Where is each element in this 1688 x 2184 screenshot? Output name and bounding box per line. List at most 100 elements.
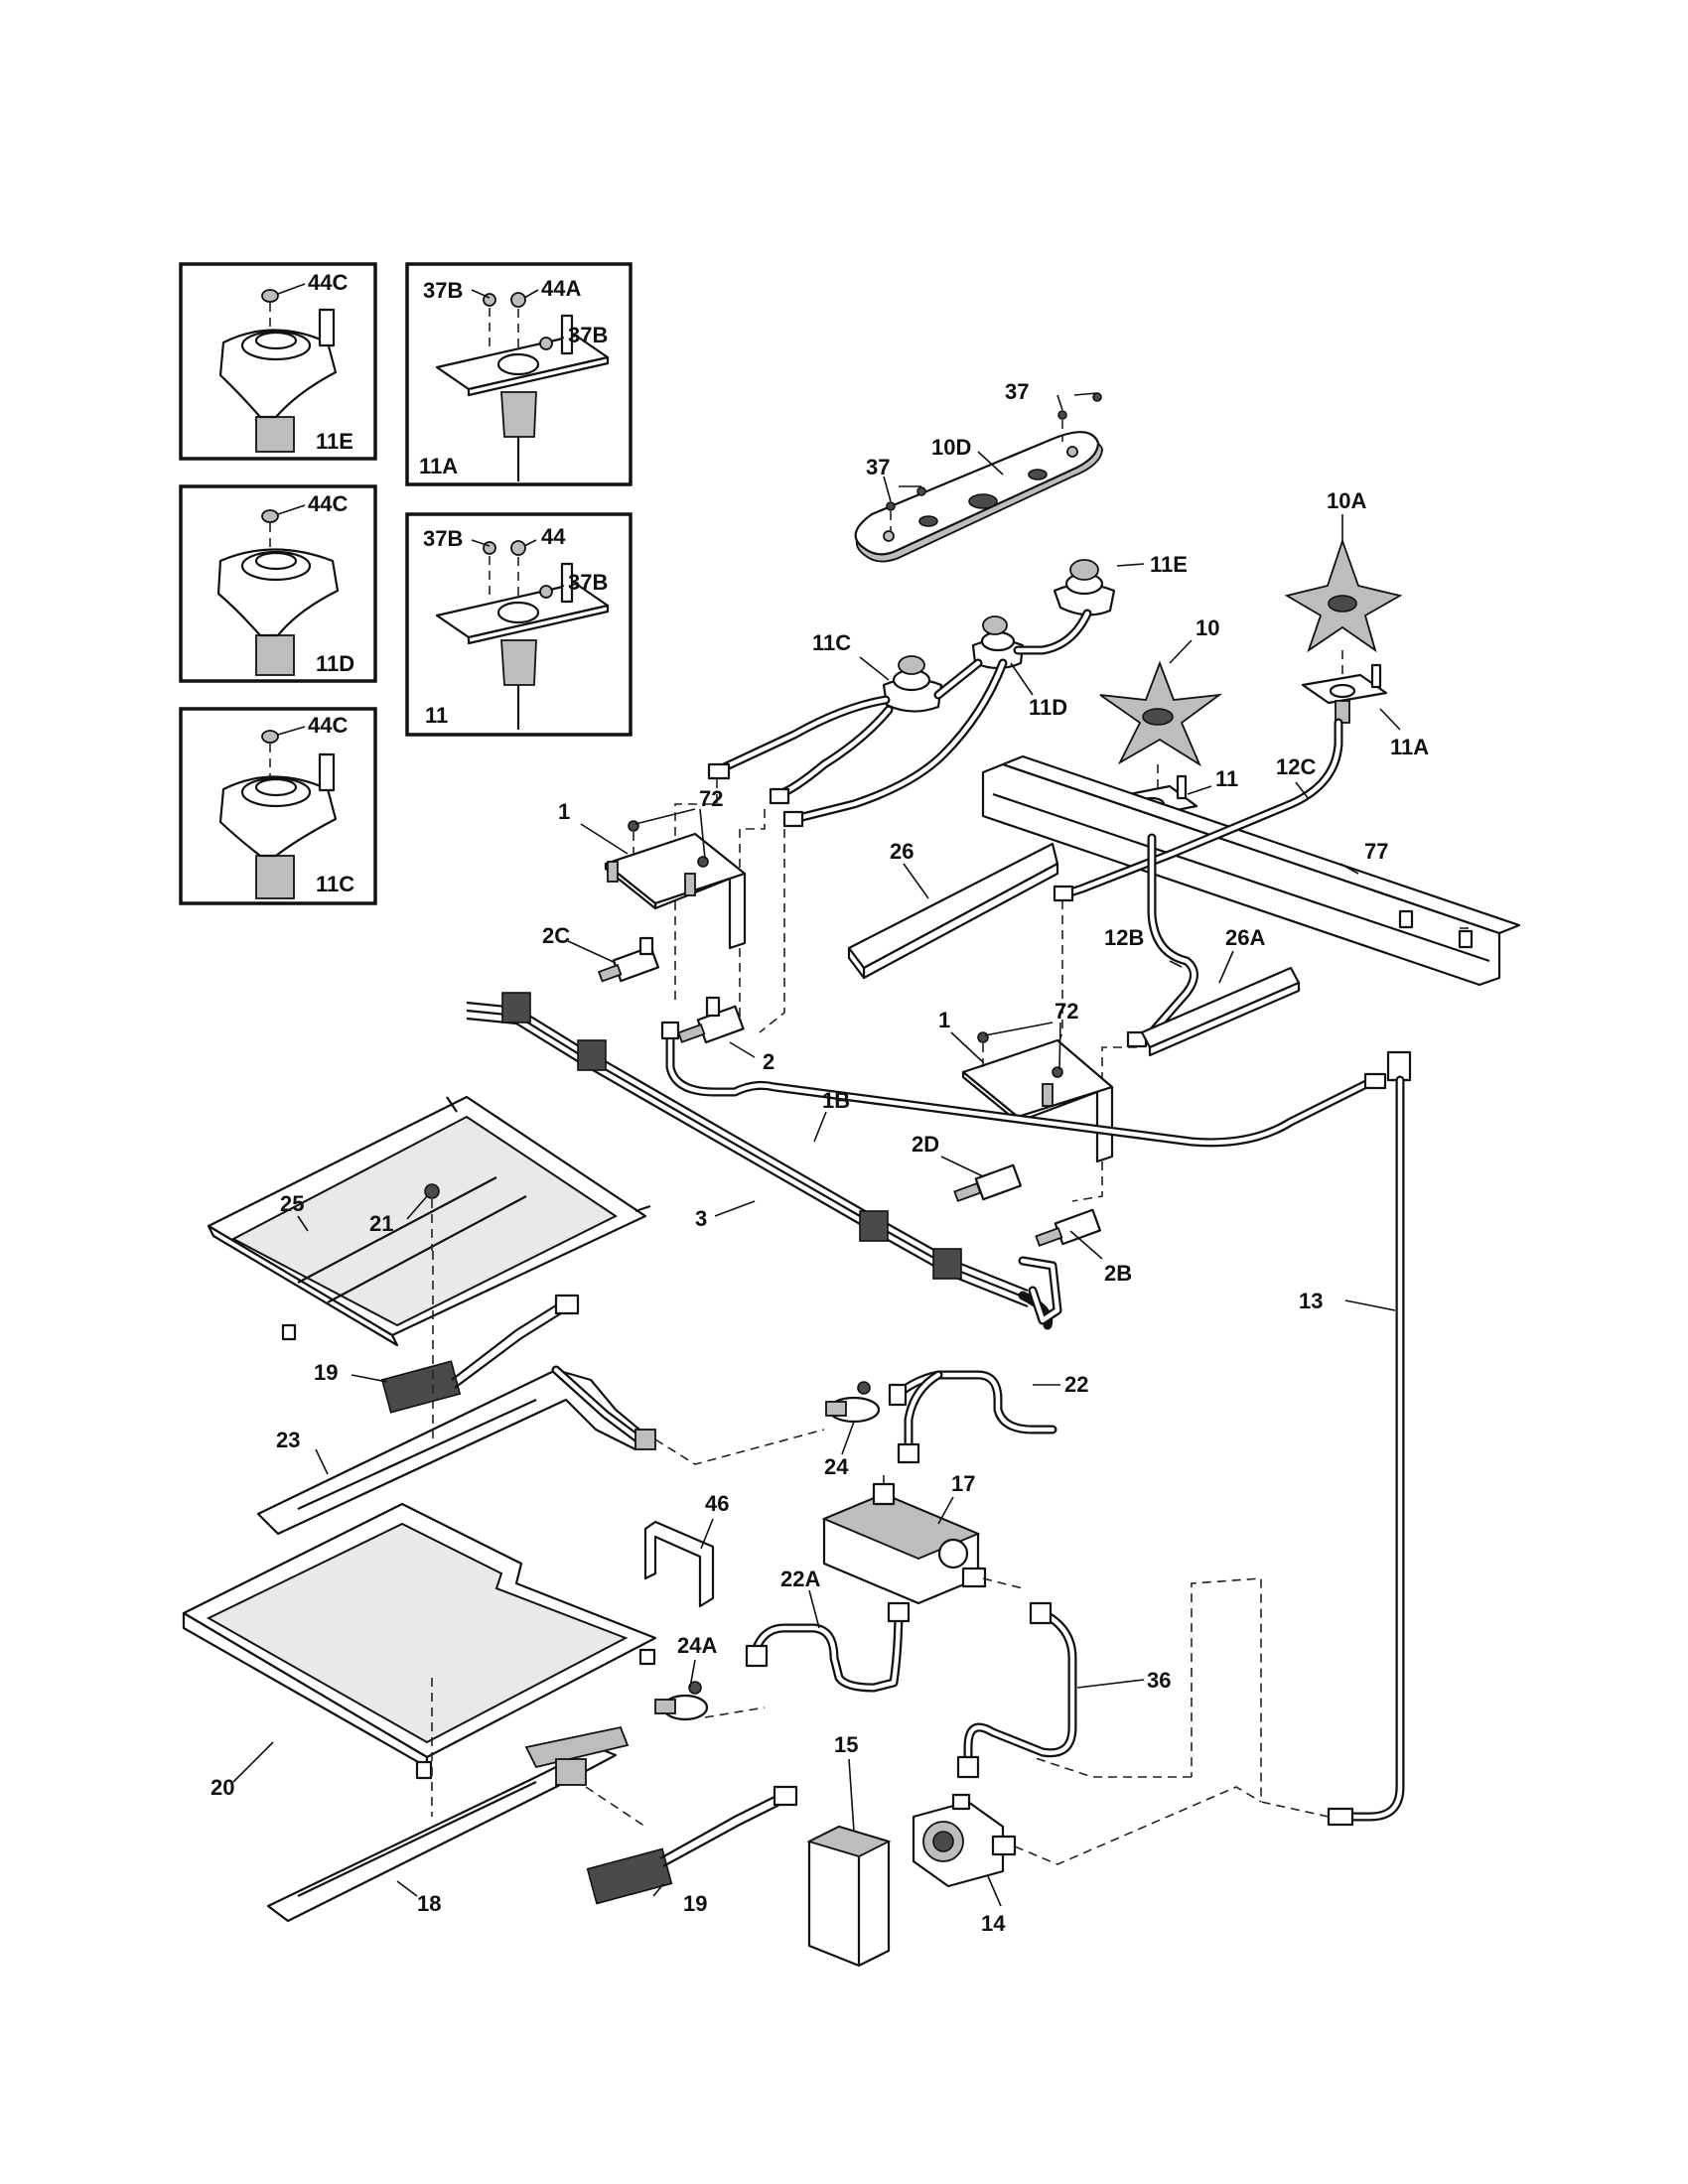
orifice-holder-24A: [654, 1681, 709, 1721]
label-11C: 11C: [812, 630, 851, 655]
label-37-a: 37: [866, 455, 890, 479]
burner-head-11C: [882, 655, 943, 713]
label-19-a: 19: [314, 1360, 338, 1385]
screws-72-upper: [628, 808, 709, 868]
inset-11D: [179, 484, 377, 683]
label-10: 10: [1196, 615, 1219, 640]
label-26: 26: [890, 839, 914, 864]
label-19-b: 19: [683, 1891, 707, 1916]
label-37B-a2: 37B: [568, 323, 608, 347]
label-13: 13: [1299, 1289, 1323, 1313]
pressure-regulator-14: [912, 1793, 1017, 1888]
label-72-b: 72: [1055, 999, 1078, 1024]
label-11E-inset: 11E: [316, 429, 353, 454]
burner-tube-23: [256, 1365, 656, 1536]
label-15: 15: [834, 1732, 858, 1757]
inset-11: [405, 512, 633, 737]
label-11E: 11E: [1150, 552, 1188, 577]
label-11-inset: 11: [425, 703, 448, 728]
inset-11E: [179, 262, 377, 461]
label-14: 14: [981, 1911, 1006, 1936]
label-12C: 12C: [1276, 754, 1316, 779]
label-18: 18: [417, 1891, 441, 1916]
gas-tube-22A: [745, 1601, 911, 1693]
gas-tube-lower-loop: [1018, 1256, 1062, 1325]
label-44: 44: [541, 524, 566, 549]
burner-head-11C-illustration: [218, 730, 338, 899]
bottom-shield-20: [182, 1502, 657, 1780]
label-21: 21: [369, 1211, 393, 1236]
label-20: 20: [211, 1775, 234, 1800]
label-25: 25: [280, 1191, 304, 1216]
label-11C-inset: 11C: [316, 872, 354, 896]
label-44C-a: 44C: [308, 270, 348, 295]
label-1-a: 1: [558, 799, 570, 824]
safety-valve-17: [821, 1482, 987, 1605]
label-44C-c: 44C: [308, 713, 348, 738]
label-2: 2: [763, 1049, 774, 1074]
label-37-b: 37: [1005, 379, 1029, 404]
bracket-46: [643, 1520, 715, 1608]
label-3: 3: [695, 1206, 707, 1231]
igniter-19-upper: [380, 1294, 580, 1414]
inset-11C: [179, 707, 377, 905]
burner-head-11E-illustration: [218, 289, 338, 453]
bracket-26: [847, 842, 1059, 980]
label-11A-inset: 11A: [419, 454, 458, 478]
burner-tube-18: [266, 1725, 630, 1923]
valve-2B: [1035, 1208, 1101, 1247]
valve-bracket-1-lower: [961, 1038, 1114, 1163]
label-22: 22: [1064, 1372, 1088, 1397]
screws-72-lower: [977, 1022, 1063, 1078]
valve-2C: [597, 936, 659, 983]
regulator-cover-15: [806, 1825, 892, 1968]
bracket-26A: [1140, 966, 1301, 1057]
inset-11A: [405, 262, 633, 486]
label-44C-b: 44C: [308, 491, 348, 516]
label-46: 46: [705, 1491, 729, 1516]
label-24: 24: [824, 1454, 849, 1479]
label-36: 36: [1147, 1668, 1171, 1693]
label-26A: 26A: [1225, 925, 1265, 950]
screws-37: [883, 392, 1102, 531]
label-72-a: 72: [699, 786, 723, 811]
heat-shield-25: [207, 1095, 651, 1347]
burner-base-11A: [1301, 663, 1388, 724]
label-2D: 2D: [912, 1132, 939, 1157]
burner-head-11D: [971, 615, 1025, 670]
valve-2D: [953, 1163, 1022, 1202]
oval-burner-10D: [854, 431, 1103, 563]
label-1B: 1B: [822, 1088, 850, 1113]
label-2C: 2C: [542, 923, 570, 948]
label-37B-b2: 37B: [568, 570, 608, 595]
callout-labels: 44C 11E 37B 44A 37B 11A 44C 11D 37B 44 3…: [211, 270, 1429, 1936]
label-2B: 2B: [1104, 1261, 1132, 1286]
burner-feed-tubes: [707, 609, 1092, 828]
label-44A: 44A: [541, 276, 581, 301]
label-22A: 22A: [780, 1567, 820, 1591]
valve-2: [677, 996, 745, 1044]
star-burner-10: [1099, 660, 1223, 767]
label-11D-inset: 11D: [316, 651, 354, 676]
label-12B: 12B: [1104, 925, 1144, 950]
tube-12B: [1126, 833, 1198, 1048]
orifice-holder-24: [825, 1381, 881, 1424]
star-burner-10A: [1284, 538, 1403, 653]
label-10D: 10D: [931, 435, 971, 460]
screw-21: [424, 1183, 440, 1251]
manifold-bracket-77: [981, 754, 1521, 987]
burner-base-11-illustration: [435, 540, 610, 730]
label-11D: 11D: [1029, 695, 1067, 720]
tube-12C: [1053, 718, 1343, 902]
label-17: 17: [951, 1471, 975, 1496]
gas-tube-1B: [660, 1021, 1387, 1148]
gas-tube-22: [888, 1370, 1057, 1464]
label-11A: 11A: [1390, 735, 1429, 759]
valve-bracket-1-upper: [604, 832, 747, 950]
supply-tube-13: [1327, 1050, 1412, 1827]
label-77: 77: [1364, 839, 1388, 864]
ignition-harness-3: [466, 992, 1054, 1330]
burner-head-11E: [1053, 559, 1116, 616]
label-23: 23: [276, 1428, 300, 1452]
